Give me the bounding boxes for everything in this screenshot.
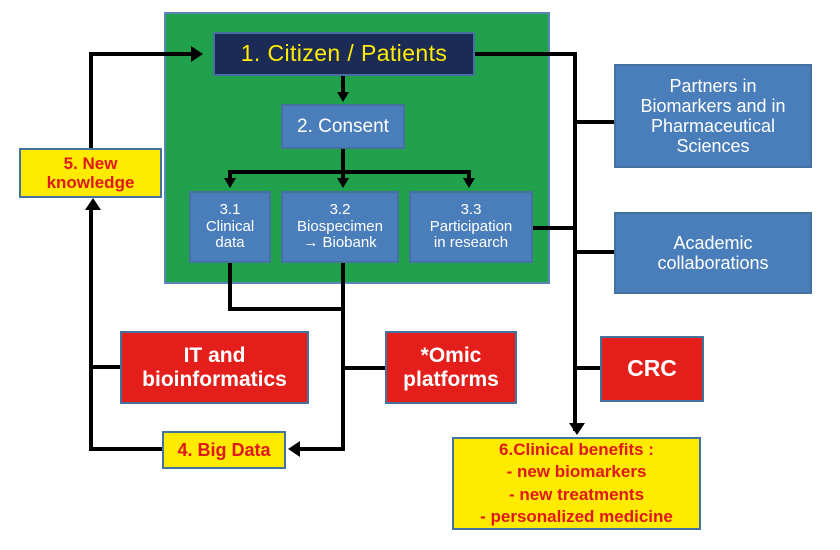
node-academic-line1: Academic <box>673 232 753 253</box>
node-it-text: IT and bioinformatics <box>122 344 307 391</box>
node-it-bioinformatics[interactable]: IT and bioinformatics <box>120 331 309 404</box>
connector-33-to-trunk <box>531 226 577 230</box>
node-partners-line4: Sciences <box>676 136 750 157</box>
node-crc-label: CRC <box>627 355 677 382</box>
arrow-into-new-knowledge <box>85 198 101 210</box>
connector-trunk-to-academic <box>573 250 616 254</box>
arrow-into-benefits <box>569 423 585 435</box>
node-participation-text: 3.3 Participation in research <box>411 200 531 252</box>
node-it-line2: bioinformatics <box>142 367 287 391</box>
node-new-knowledge[interactable]: 5. New knowledge <box>19 148 162 198</box>
node-omic-line1: *Omic <box>420 343 482 367</box>
arrow-bus-to-31 <box>224 178 236 188</box>
node-biospecimen-biobank-text: 3.2 Biospecimen → Biobank <box>283 200 397 252</box>
node-clinical-data-line1: 3.1 <box>219 200 241 218</box>
node-clinical-benefits-line4: - personalized medicine <box>480 506 673 526</box>
node-clinical-benefits-line2: - new biomarkers <box>506 462 647 482</box>
node-clinical-benefits-line3: - new treatments <box>508 484 645 504</box>
node-big-data[interactable]: 4. Big Data <box>162 431 286 469</box>
node-omic-platforms[interactable]: *Omic platforms <box>385 331 517 404</box>
node-academic-collaborations[interactable]: Academic collaborations <box>614 212 812 294</box>
connector-citizen-right <box>475 52 577 56</box>
node-omic-line2: platforms <box>403 367 499 391</box>
connector-consent-stem <box>341 149 345 173</box>
arrow-bus-to-33 <box>463 178 475 188</box>
node-new-knowledge-text: 5. New knowledge <box>21 154 160 192</box>
node-big-data-label: 4. Big Data <box>177 439 271 460</box>
node-biospecimen-line2: Biospecimen <box>297 217 383 235</box>
node-academic-text: Academic collaborations <box>616 233 810 273</box>
connector-bus-to-31 <box>228 170 232 180</box>
node-clinical-benefits[interactable]: 6.Clinical benefits : - new biomarkers -… <box>452 437 701 530</box>
connector-omic-to-trunk <box>341 366 387 370</box>
connector-trunk-to-partners <box>573 120 616 124</box>
node-clinical-data-line2: Clinical <box>205 217 255 235</box>
connector-left-riser <box>89 210 93 451</box>
node-consent[interactable]: 2. Consent <box>281 104 405 149</box>
node-participation-line2: Participation <box>429 217 513 235</box>
node-partners-line1: Partners in <box>669 75 757 96</box>
arrow-into-citizen <box>191 46 203 62</box>
connector-knowledge-to-citizen <box>89 52 193 56</box>
connector-32-down <box>341 263 345 311</box>
node-consent-label: 2. Consent <box>297 115 389 137</box>
connector-31-down <box>228 263 232 311</box>
node-clinical-benefits-text: 6.Clinical benefits : - new biomarkers -… <box>454 439 699 529</box>
node-new-knowledge-line1: 5. New <box>63 153 118 173</box>
node-clinical-data[interactable]: 3.1 Clinical data <box>189 191 271 263</box>
node-partners-line2: Biomarkers and in <box>640 95 786 116</box>
node-citizen-patients-label: 1. Citizen / Patients <box>240 40 448 67</box>
connector-knowledge-up <box>89 52 93 148</box>
node-biospecimen-biobank[interactable]: 3.2 Biospecimen → Biobank <box>281 191 399 263</box>
node-biospecimen-line3: → Biobank <box>303 234 377 252</box>
node-biospecimen-line1: 3.2 <box>329 200 351 218</box>
node-clinical-data-text: 3.1 Clinical data <box>191 200 269 252</box>
node-citizen-patients[interactable]: 1. Citizen / Patients <box>213 32 475 76</box>
node-participation-research[interactable]: 3.3 Participation in research <box>409 191 533 263</box>
arrow-bus-to-32 <box>337 178 349 188</box>
arrow-into-bigdata <box>288 441 300 457</box>
arrow-citizen-to-consent <box>337 92 349 102</box>
node-partners-line3: Pharmaceutical <box>650 116 776 136</box>
connector-bus-to-32 <box>341 170 345 180</box>
node-clinical-data-line3: data <box>215 234 245 252</box>
connector-31-right <box>228 307 345 311</box>
connector-consent-bus <box>228 170 471 174</box>
node-participation-line1: 3.3 <box>460 200 482 218</box>
connector-mid-trunk <box>341 307 345 449</box>
connector-citizen-to-consent <box>341 76 345 94</box>
connector-it-to-riser <box>89 365 122 369</box>
node-crc[interactable]: CRC <box>600 336 704 402</box>
node-participation-line3: in research <box>433 234 509 252</box>
connector-right-trunk <box>573 52 577 431</box>
connector-trunk-to-crc <box>573 366 602 370</box>
node-it-line1: IT and <box>183 343 246 367</box>
connector-trunk-to-bigdata <box>300 447 345 451</box>
node-academic-line2: collaborations <box>657 253 769 273</box>
node-partners-biomarkers-pharma[interactable]: Partners in Biomarkers and in Pharmaceut… <box>614 64 812 168</box>
connector-bus-to-33 <box>467 170 471 180</box>
node-partners-text: Partners in Biomarkers and in Pharmaceut… <box>616 76 810 157</box>
node-clinical-benefits-line1: 6.Clinical benefits : <box>499 439 654 459</box>
node-new-knowledge-line2: knowledge <box>46 173 135 192</box>
connector-bigdata-left <box>89 447 164 451</box>
node-omic-text: *Omic platforms <box>387 344 515 391</box>
